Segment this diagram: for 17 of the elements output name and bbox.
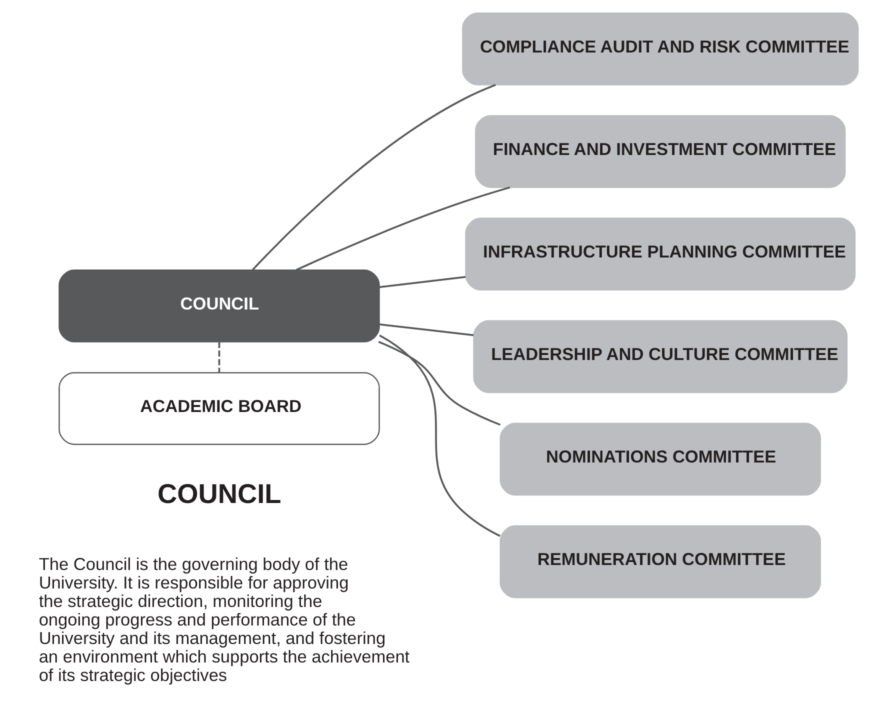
node-box: ACADEMIC BOARD — [58, 372, 380, 445]
node-box: COUNCIL — [58, 270, 380, 342]
node-box: FINANCE AND INVESTMENT COMMITTEE — [475, 115, 846, 188]
label: The Council is the governing body of the University. It is responsible for approving the strategic direction, monitoring the ongoing progress and performance of the University and its management, and fostering an environment which supports the achievement of its strategic objectives — [38, 554, 410, 686]
label: COUNCIL — [157, 478, 282, 510]
connector — [378, 340, 501, 426]
connector — [379, 276, 466, 288]
node-box: LEADERSHIP AND CULTURE COMMITTEE — [473, 320, 848, 394]
connector — [379, 323, 474, 336]
connector — [252, 84, 496, 271]
node-box: INFRASTRUCTURE PLANNING COMMITTEE — [465, 218, 856, 291]
connector — [296, 186, 510, 271]
node-box: REMUNERATION COMMITTEE — [500, 525, 821, 598]
node-box: COMPLIANCE AUDIT AND RISK COMMITTEE — [462, 12, 859, 86]
connector — [218, 342, 220, 372]
node-box: NOMINATIONS COMMITTEE — [500, 422, 821, 496]
connector — [379, 334, 500, 537]
